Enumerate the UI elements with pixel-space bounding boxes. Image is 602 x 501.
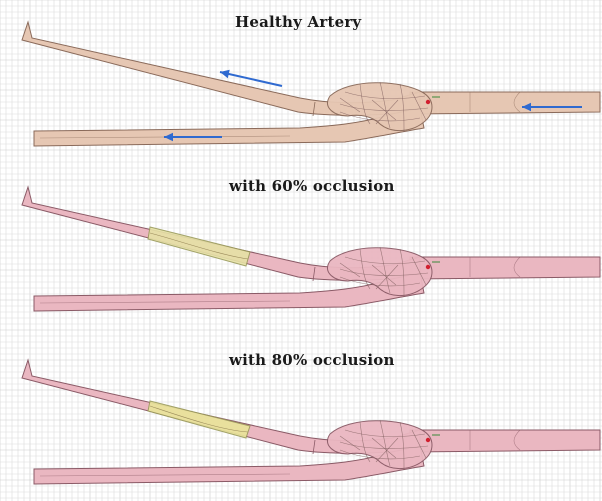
artery-trunk <box>410 430 600 452</box>
junction-marker <box>426 438 430 442</box>
plaque-occlusion <box>148 401 250 438</box>
panel-title-80-occlusion: with 80% occlusion <box>229 351 395 369</box>
panel-title-healthy: Healthy Artery <box>235 13 361 31</box>
panel-title-60-occlusion: with 60% occlusion <box>229 177 395 195</box>
